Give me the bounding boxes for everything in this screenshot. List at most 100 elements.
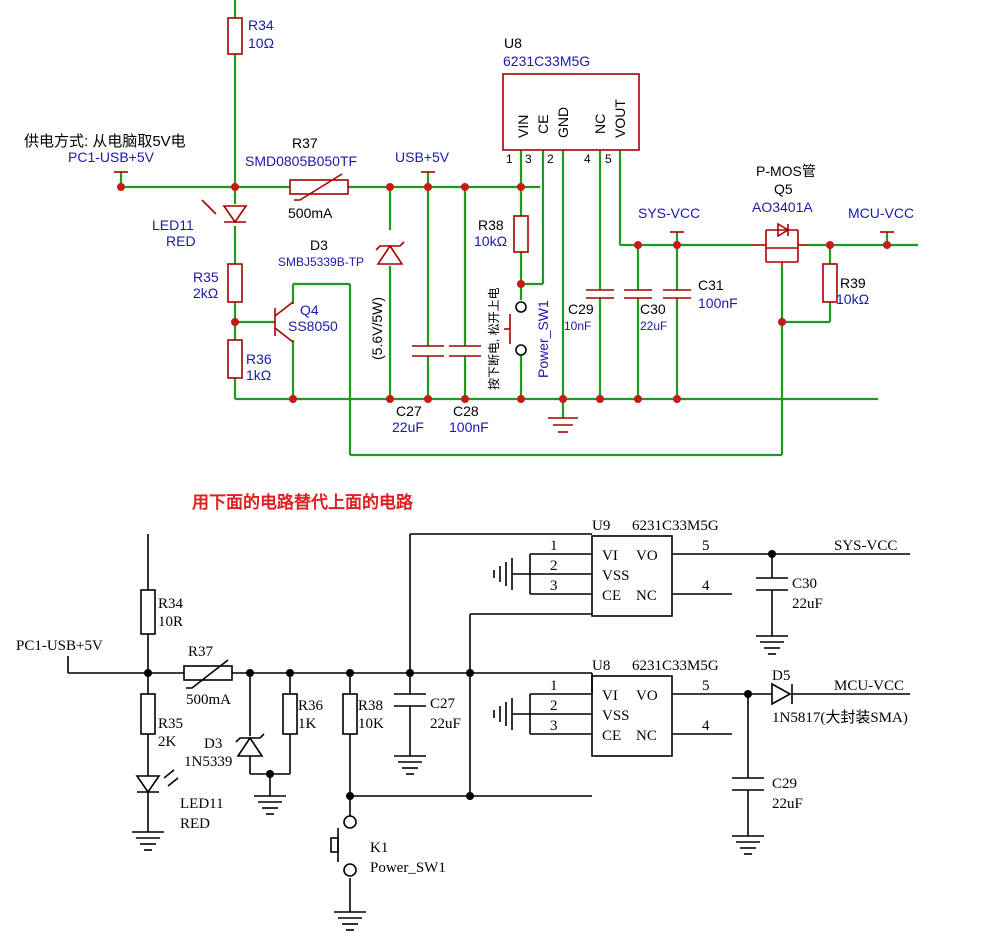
u8-pin-gnd: GND — [555, 107, 571, 138]
u8b-pin1-num: 1 — [550, 678, 558, 694]
top-wires — [119, 0, 918, 457]
r35-ref: R35 — [193, 269, 219, 285]
u9-pin5-num: 5 — [702, 538, 710, 554]
k1-value: Power_SW1 — [370, 860, 446, 876]
u9-pin1-num: 1 — [550, 538, 558, 554]
u9-ref: U9 — [592, 518, 610, 534]
u8b-ic-body — [591, 675, 673, 757]
port-sysvcc: SYS-VCC — [638, 205, 700, 221]
u8-pin5-num: 5 — [605, 152, 612, 166]
r37-ptc-symbol — [289, 173, 349, 201]
bottom-junctions — [144, 550, 776, 800]
u8-pin-nc: NC — [592, 114, 608, 134]
r37-value: 500mA — [288, 205, 333, 221]
u8-pin1-num: 1 — [506, 152, 513, 166]
q5-ref: Q5 — [774, 181, 793, 197]
d3-part: SMBJ5339B-TP — [278, 255, 364, 269]
r37-ref: R37 — [292, 135, 318, 151]
bottom-schematic: PC1-USB+5V R34 10R R37 500mA R35 2K LED1… — [16, 518, 910, 931]
u8-ref: U8 — [504, 35, 522, 51]
bottom-ground-symbols — [132, 558, 788, 931]
r34b-value: 10R — [158, 614, 183, 630]
r38-value: 10kΩ — [474, 233, 507, 249]
c29-value: 10nF — [564, 319, 591, 333]
port-mcuvcc: MCU-VCC — [848, 205, 914, 221]
u8b-pin-ce: CE — [602, 728, 621, 744]
u9-pin-vi: VI — [602, 548, 618, 564]
top-schematic: R34 10Ω 供电方式: 从电脑取5V电 PC1-USB+5V R37 SMD… — [24, 0, 918, 457]
r37b-value: 500mA — [186, 692, 231, 708]
r37-part: SMD0805B050TF — [245, 153, 357, 169]
u9-part: 6231C33M5G — [632, 518, 719, 534]
replacement-note: 用下面的电路替代上面的电路 — [192, 492, 414, 513]
c27b-ref: C27 — [430, 696, 456, 712]
c30b-symbol — [756, 577, 788, 591]
supply-note: 供电方式: 从电脑取5V电 — [24, 133, 186, 150]
q5-pmos-symbol — [752, 222, 808, 266]
u9-pin-vo: VO — [636, 548, 658, 564]
port-usb5v: USB+5V — [395, 149, 450, 165]
u9-pin3-num: 3 — [550, 578, 558, 594]
u8-pin-vin: VIN — [515, 115, 531, 138]
d5-ref: D5 — [772, 668, 790, 684]
r37b-ref: R37 — [188, 644, 214, 660]
led11b-symbol — [135, 769, 179, 794]
u8b-pin2-num: 2 — [550, 698, 558, 714]
d3-ref: D3 — [310, 237, 328, 253]
d3-zener-symbol — [375, 241, 405, 265]
power-sw1-symbol — [504, 301, 527, 356]
q4-value: SS8050 — [288, 318, 338, 334]
r38b-value: 10K — [358, 716, 384, 732]
q5-part: AO3401A — [752, 199, 813, 215]
r39-ref: R39 — [840, 275, 866, 291]
c28-ref: C28 — [453, 403, 479, 419]
r34b-symbol — [140, 589, 156, 635]
top-ground-symbol — [548, 417, 578, 433]
led11b-ref: LED11 — [180, 796, 224, 812]
r35b-symbol — [140, 693, 156, 735]
d5-value: 1N5817(大封装SMA) — [772, 709, 908, 726]
r39-symbol — [822, 263, 838, 303]
u9-pin-ce: CE — [602, 588, 621, 604]
c29-ref: C29 — [568, 301, 594, 317]
led11-value: RED — [166, 233, 196, 249]
q4-npn-symbol — [274, 301, 294, 343]
u8-part: 6231C33M5G — [503, 53, 590, 69]
c31-ref: C31 — [698, 277, 724, 293]
d3b-value: 1N5339 — [184, 754, 232, 770]
d5-schottky-symbol — [771, 682, 793, 706]
u9-pin-vss: VSS — [602, 568, 630, 584]
port-pc1-bottom: PC1-USB+5V — [16, 638, 103, 654]
c29b-symbol — [732, 777, 764, 791]
r36-value: 1kΩ — [246, 367, 271, 383]
c31-value: 100nF — [698, 295, 738, 311]
u9-pin4-num: 4 — [702, 578, 710, 594]
q4-ref: Q4 — [300, 302, 319, 318]
r38-ref: R38 — [478, 217, 504, 233]
port-sysvcc-bottom: SYS-VCC — [834, 538, 897, 554]
r36b-value: 1K — [298, 716, 317, 732]
u9-ic-body — [591, 535, 673, 617]
u8b-ref: U8 — [592, 658, 610, 674]
r35b-ref: R35 — [158, 716, 183, 732]
r35-symbol — [227, 263, 243, 303]
u8b-pin-nc: NC — [636, 728, 657, 744]
port-pc1-usb5v: PC1-USB+5V — [68, 149, 155, 165]
u8b-pin-vi: VI — [602, 688, 618, 704]
led11b-value: RED — [180, 816, 210, 832]
r36-ref: R36 — [246, 351, 272, 367]
r34b-ref: R34 — [158, 596, 184, 612]
port-mcuvcc-bottom: MCU-VCC — [834, 678, 904, 694]
u8b-pin5-num: 5 — [702, 678, 710, 694]
u8-pin-ce: CE — [535, 115, 551, 134]
r38b-symbol — [342, 693, 358, 735]
u8-pin4-num: 4 — [584, 152, 591, 166]
c30-ref: C30 — [640, 301, 666, 317]
r36-symbol — [227, 339, 243, 379]
c28-value: 100nF — [449, 419, 489, 435]
r34-value: 10Ω — [248, 35, 274, 51]
u9-pin-nc: NC — [636, 588, 657, 604]
d3b-zener-symbol — [235, 733, 265, 757]
r39-value: 10kΩ — [836, 291, 869, 307]
